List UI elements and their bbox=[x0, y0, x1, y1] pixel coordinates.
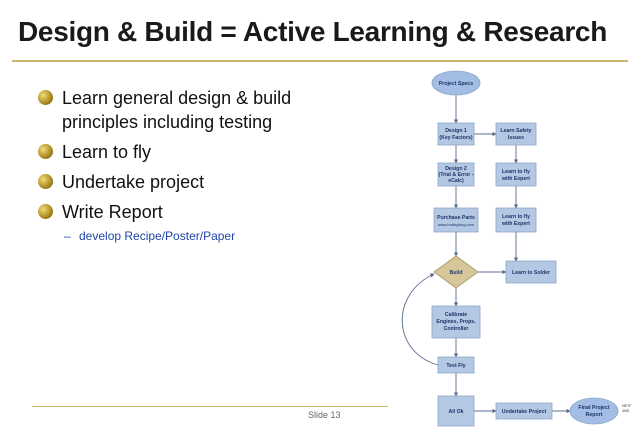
bullet-orb-icon bbox=[38, 90, 53, 105]
bullet-orb-icon bbox=[38, 174, 53, 189]
bullet-label: Undertake project bbox=[62, 172, 205, 192]
arrow-loop-testfly-build bbox=[401, 273, 439, 366]
node-undertake-project: Undertake Project bbox=[495, 402, 553, 420]
corner-annotation: NETF 4ND bbox=[622, 404, 632, 413]
footer-divider bbox=[32, 406, 388, 407]
node-all-ok: All Ok bbox=[437, 395, 475, 427]
bullet-orb-icon bbox=[38, 204, 53, 219]
svg-text:Learn to fly: Learn to fly bbox=[502, 214, 530, 220]
slide-title: Design & Build = Active Learning & Resea… bbox=[18, 16, 608, 47]
title-divider bbox=[12, 60, 628, 62]
node-calibrate: Calibrate Engines, Props, Controller bbox=[431, 305, 481, 339]
node-learn-safety: Learn Safety Issues bbox=[495, 122, 537, 146]
node-build-decision: Build bbox=[433, 255, 479, 289]
svg-text:Learn to fly: Learn to fly bbox=[502, 169, 530, 175]
bullet-label: Learn to fly bbox=[62, 142, 152, 162]
bullet-list: Learn general design & build principles … bbox=[36, 86, 326, 244]
node-learn-to-fly-1: Learn to fly with Expert bbox=[495, 162, 537, 187]
node-learn-to-fly-2: Learn to fly with Expert bbox=[495, 207, 537, 233]
bullet-label: Write Report bbox=[62, 202, 163, 222]
svg-text:NETF: NETF bbox=[622, 404, 632, 408]
svg-text:Engines, Props,: Engines, Props, bbox=[436, 319, 476, 325]
node-final-report: Final Project Report bbox=[569, 397, 619, 425]
bullet-item: Write Report bbox=[36, 200, 326, 224]
svg-text:Learn Safety: Learn Safety bbox=[500, 128, 531, 134]
svg-text:Undertake Project: Undertake Project bbox=[502, 409, 547, 415]
bullet-item: Learn general design & build principles … bbox=[36, 86, 326, 134]
node-purchase-parts: Purchase Parts www.hobbyking.com bbox=[433, 207, 479, 233]
node-learn-to-solder: Learn to Solder bbox=[505, 260, 557, 284]
svg-text:4ND: 4ND bbox=[622, 409, 630, 413]
svg-text:Calibrate: Calibrate bbox=[445, 312, 467, 318]
svg-text:Design 2: Design 2 bbox=[445, 166, 467, 172]
bullet-label: Learn general design & build principles … bbox=[62, 88, 292, 132]
sub-bullet-item: – develop Recipe/Poster/Paper bbox=[36, 228, 326, 244]
node-design-2: Design 2 (Trial & Error - eCalc) bbox=[437, 162, 475, 187]
slide-number: Slide 13 bbox=[308, 410, 341, 420]
svg-text:All Ok: All Ok bbox=[449, 409, 464, 415]
svg-text:(Key Factors): (Key Factors) bbox=[439, 135, 472, 141]
svg-text:with Expert: with Expert bbox=[501, 221, 530, 227]
svg-text:Learn to Solder: Learn to Solder bbox=[512, 270, 550, 276]
node-design-1: Design 1 (Key Factors) bbox=[437, 122, 475, 146]
svg-text:eCalc): eCalc) bbox=[448, 178, 464, 184]
svg-text:Purchase Parts: Purchase Parts bbox=[437, 215, 475, 221]
svg-text:Project Specs: Project Specs bbox=[439, 81, 473, 87]
bullet-orb-icon bbox=[38, 144, 53, 159]
svg-text:Final Project: Final Project bbox=[578, 405, 609, 411]
node-test-fly: Test Fly bbox=[437, 356, 475, 374]
svg-text:www.hobbyking.com: www.hobbyking.com bbox=[438, 222, 475, 227]
bullet-item: Undertake project bbox=[36, 170, 326, 194]
svg-text:Build: Build bbox=[450, 270, 463, 276]
sub-bullet-label: develop Recipe/Poster/Paper bbox=[79, 229, 236, 243]
flow-connectors bbox=[401, 95, 571, 414]
svg-text:Report: Report bbox=[586, 412, 603, 418]
svg-text:Design 1: Design 1 bbox=[445, 128, 467, 134]
svg-text:Test Fly: Test Fly bbox=[446, 363, 465, 369]
svg-text:Issues: Issues bbox=[508, 135, 524, 141]
bullet-item: Learn to fly bbox=[36, 140, 326, 164]
project-flowchart: Project Specs Design 1 (Key Factors) Lea… bbox=[401, 70, 632, 427]
svg-text:(Trial & Error -: (Trial & Error - bbox=[439, 172, 474, 178]
dash-marker: – bbox=[64, 229, 71, 243]
svg-text:with Expert: with Expert bbox=[501, 176, 530, 182]
svg-text:Controller: Controller bbox=[444, 326, 469, 332]
node-project-specs: Project Specs bbox=[431, 70, 481, 96]
